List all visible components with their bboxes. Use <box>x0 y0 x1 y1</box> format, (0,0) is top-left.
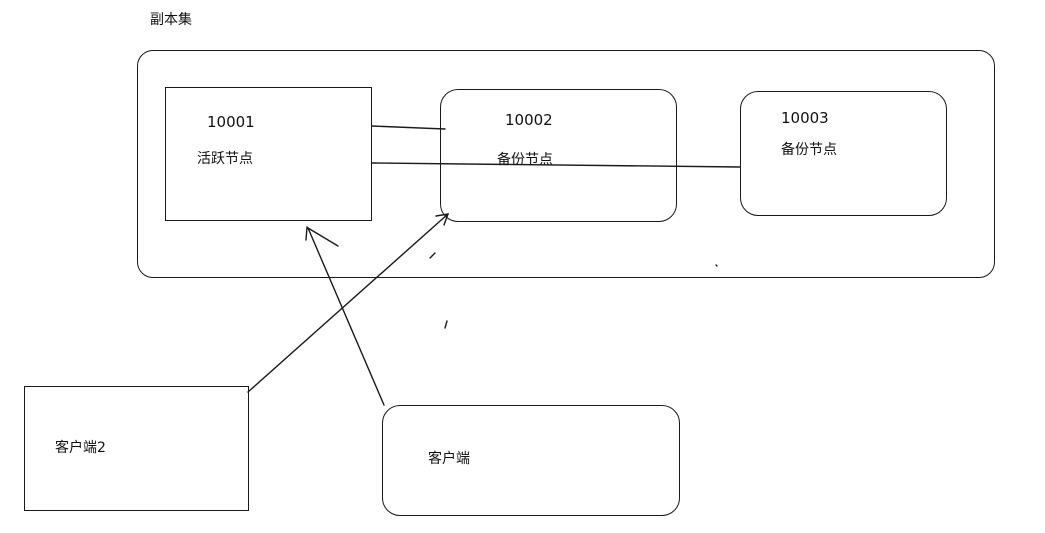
link-primary-to-secondary-1 <box>371 125 446 130</box>
node-secondary-1-port: 10002 <box>505 111 553 129</box>
arrow-stray-tick <box>429 252 436 259</box>
replica-set-container <box>137 50 995 278</box>
node-primary <box>165 87 372 221</box>
arrow-client2-to-secondary <box>247 213 449 393</box>
node-secondary-1 <box>440 89 677 222</box>
replica-set-label: 副本集 <box>150 12 192 28</box>
stray-mark <box>444 320 448 329</box>
client-1-label: 客户端 <box>428 451 470 467</box>
arrow-client-to-primary <box>307 227 385 406</box>
node-secondary-2-port: 10003 <box>781 109 829 127</box>
link-primary-to-secondary-2 <box>371 162 741 168</box>
node-primary-role: 活跃节点 <box>197 151 253 167</box>
node-secondary-2 <box>740 91 947 216</box>
node-secondary-1-role: 备份节点 <box>497 152 553 168</box>
node-primary-port: 10001 <box>207 113 255 131</box>
arrow-head-primary-a <box>307 227 339 247</box>
client-2-box <box>24 386 249 511</box>
client-2-label: 客户端2 <box>55 440 106 456</box>
client-1-box <box>382 405 680 516</box>
arrow-head-primary-b <box>305 226 308 241</box>
stray-dot <box>715 264 718 267</box>
node-secondary-2-role: 备份节点 <box>781 142 837 158</box>
